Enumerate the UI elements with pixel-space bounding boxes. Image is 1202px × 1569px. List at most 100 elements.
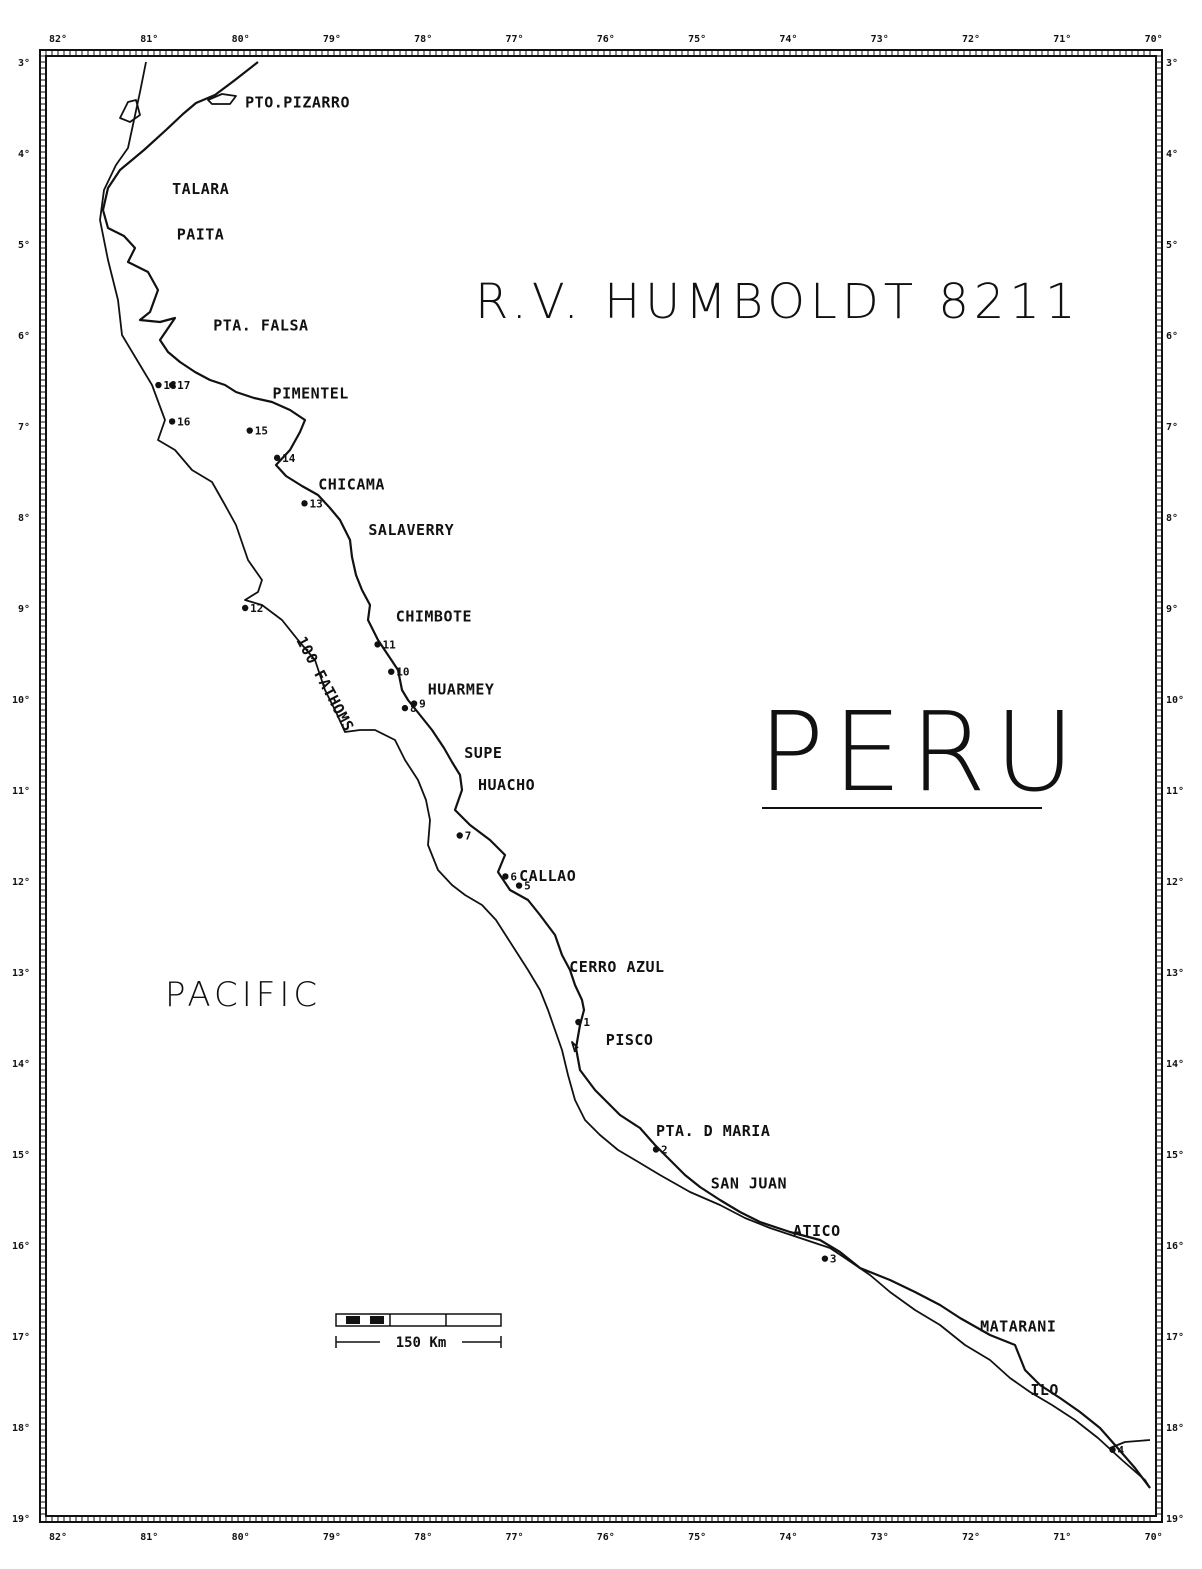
- estuary-outline: [207, 93, 237, 105]
- station-dot: [652, 1146, 660, 1153]
- latitude-label-right: 8°: [1166, 513, 1178, 524]
- place-label: CALLAO: [519, 867, 576, 885]
- station-label: 1: [583, 1016, 590, 1029]
- latitude-label-left: 4°: [18, 149, 30, 160]
- latitude-label-left: 10°: [12, 695, 30, 706]
- ocean-label: PACIFIC: [165, 975, 321, 1015]
- latitude-label-left: 8°: [18, 513, 30, 524]
- station-dot: [388, 668, 395, 675]
- place-label: HUACHO: [478, 776, 535, 794]
- latitude-label-right: 11°: [1166, 786, 1184, 797]
- longitude-label-top: 73°: [871, 34, 889, 45]
- longitude-label-bottom: 77°: [505, 1532, 523, 1543]
- place-label: PTA. D MARIA: [656, 1122, 770, 1140]
- place-label: CERRO AZUL: [569, 958, 664, 976]
- place-label: SUPE: [464, 744, 502, 762]
- longitude-label-bottom: 72°: [962, 1532, 980, 1543]
- latitude-label-right: 13°: [1166, 968, 1184, 979]
- latitude-label-left: 6°: [18, 331, 30, 342]
- station-label: 13: [310, 497, 323, 510]
- depth-contour-100-fathoms: [99, 61, 1151, 1489]
- island-outline: [119, 99, 141, 123]
- latitude-label-right: 4°: [1166, 149, 1178, 160]
- station-label: 8: [410, 702, 417, 715]
- station-label: 7: [465, 830, 472, 843]
- latitude-label-left: 5°: [18, 240, 30, 251]
- longitude-label-top: 77°: [505, 34, 523, 45]
- longitude-label-top: 78°: [414, 34, 432, 45]
- latitude-label-left: 11°: [12, 786, 30, 797]
- latitude-label-left: 19°: [12, 1514, 30, 1525]
- place-label: SALAVERRY: [368, 521, 454, 539]
- station-label: 11: [383, 638, 397, 651]
- place-label: PTA. FALSA: [213, 316, 308, 334]
- station-dot: [502, 873, 509, 880]
- place-label: TALARA: [172, 180, 229, 198]
- station-dot: [410, 700, 418, 707]
- latitude-label-right: 15°: [1166, 1150, 1184, 1161]
- latitude-label-left: 9°: [18, 604, 30, 615]
- scale-label: 150 Km: [396, 1335, 447, 1351]
- longitude-label-bottom: 73°: [871, 1532, 889, 1543]
- latitude-label-right: 10°: [1166, 695, 1184, 706]
- station-dot: [374, 641, 381, 648]
- station-label: 18: [163, 379, 176, 392]
- latitude-label-left: 3°: [18, 58, 30, 69]
- place-label: SAN JUAN: [711, 1175, 787, 1193]
- latitude-label-right: 19°: [1166, 1514, 1184, 1525]
- longitude-label-bottom: 75°: [688, 1532, 706, 1543]
- latitude-label-left: 18°: [12, 1423, 30, 1434]
- place-label: MATARANI: [980, 1317, 1056, 1335]
- longitude-label-bottom: 82°: [49, 1532, 67, 1543]
- place-label: HUARMEY: [428, 680, 495, 698]
- longitude-label-bottom: 81°: [140, 1532, 158, 1543]
- station-dot: [168, 418, 176, 425]
- latitude-label-left: 13°: [12, 968, 30, 979]
- latitude-label-right: 3°: [1166, 58, 1178, 69]
- latitude-label-right: 6°: [1166, 331, 1178, 342]
- station-dot: [155, 381, 162, 389]
- bay-outline: [1109, 1439, 1151, 1449]
- latitude-label-right: 12°: [1166, 877, 1184, 888]
- place-label: CHICAMA: [318, 476, 385, 494]
- map-frame: [39, 49, 1163, 1523]
- longitude-labels-bottom: 82°81°80°79°78°77°76°75°74°73°72°71°70°: [49, 1532, 1163, 1543]
- station-dot: [241, 604, 249, 612]
- longitude-label-top: 76°: [597, 34, 615, 45]
- station-dot: [246, 427, 253, 434]
- longitude-label-bottom: 78°: [414, 1532, 432, 1543]
- latitude-label-left: 17°: [12, 1332, 30, 1343]
- longitude-labels-top: 82°81°80°79°78°77°76°75°74°73°72°71°70°: [49, 34, 1163, 45]
- latitude-label-left: 7°: [18, 422, 30, 433]
- station-dot: [821, 1255, 829, 1262]
- longitude-label-top: 82°: [49, 34, 67, 45]
- place-label: PISCO: [606, 1031, 654, 1049]
- longitude-label-top: 70°: [1145, 34, 1163, 45]
- latitude-label-left: 16°: [12, 1241, 30, 1252]
- place-label: PAITA: [177, 225, 225, 243]
- scale-bar: 150 Km: [335, 1313, 502, 1351]
- station-label: 15: [255, 425, 268, 438]
- station-dot: [273, 454, 281, 462]
- pisco-bay-outline: [571, 1041, 579, 1053]
- longitude-label-top: 74°: [779, 34, 797, 45]
- latitude-label-right: 9°: [1166, 604, 1178, 615]
- longitude-label-bottom: 70°: [1145, 1532, 1163, 1543]
- place-label: PIMENTEL: [273, 385, 349, 403]
- station-dot: [168, 381, 176, 389]
- place-label: CHIMBOTE: [396, 608, 472, 626]
- place-label: ATICO: [793, 1222, 841, 1240]
- latitude-label-right: 7°: [1166, 422, 1178, 433]
- country-label: PERU: [758, 688, 1083, 816]
- station-label: 14: [282, 452, 296, 465]
- latitude-label-right: 14°: [1166, 1059, 1184, 1070]
- coastline: [101, 61, 1151, 1489]
- station-label: 16: [177, 415, 191, 428]
- station-label: 2: [661, 1143, 668, 1156]
- latitude-label-right: 18°: [1166, 1423, 1184, 1434]
- longitude-label-top: 75°: [688, 34, 706, 45]
- station-label: 4: [1118, 1444, 1125, 1457]
- station-label: 17: [177, 379, 190, 392]
